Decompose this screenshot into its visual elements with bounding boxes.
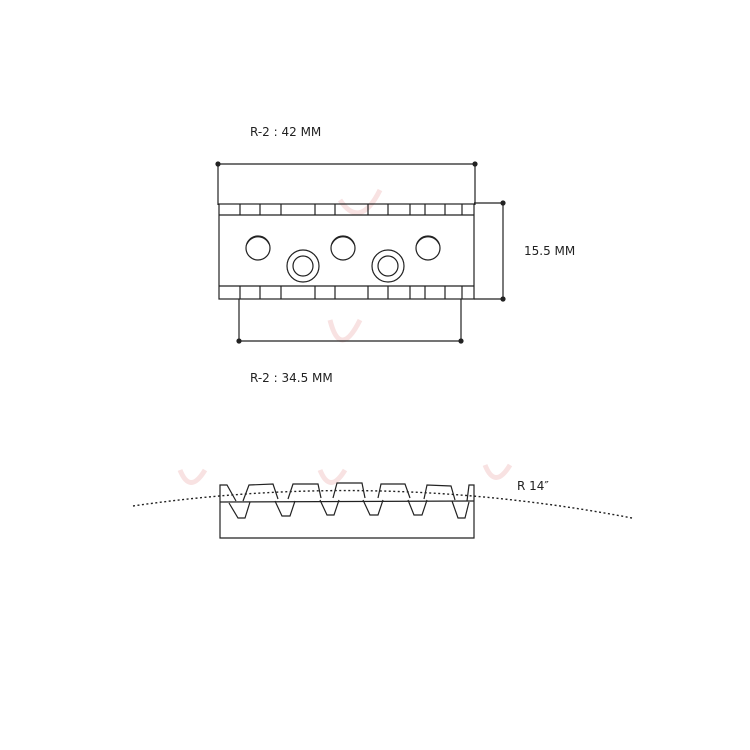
height-label: 15.5 MM (524, 244, 576, 258)
bottom-width-label: R-2 : 34.5 MM (250, 371, 333, 385)
height-dimension (474, 200, 506, 302)
screw-hole (330, 235, 356, 261)
nut-top-view (218, 203, 475, 300)
radius-arc (132, 489, 633, 519)
bottom-dimension (236, 299, 464, 344)
radius-label: R 14″ (517, 479, 549, 493)
mount-hole (371, 249, 405, 283)
screw-hole (415, 235, 441, 261)
screw-hole (245, 235, 271, 261)
nut-side-view (219, 482, 475, 539)
mount-hole (286, 249, 320, 283)
watermarks (177, 188, 513, 485)
top-dimension (215, 161, 478, 205)
top-width-label: R-2 : 42 MM (250, 125, 322, 139)
